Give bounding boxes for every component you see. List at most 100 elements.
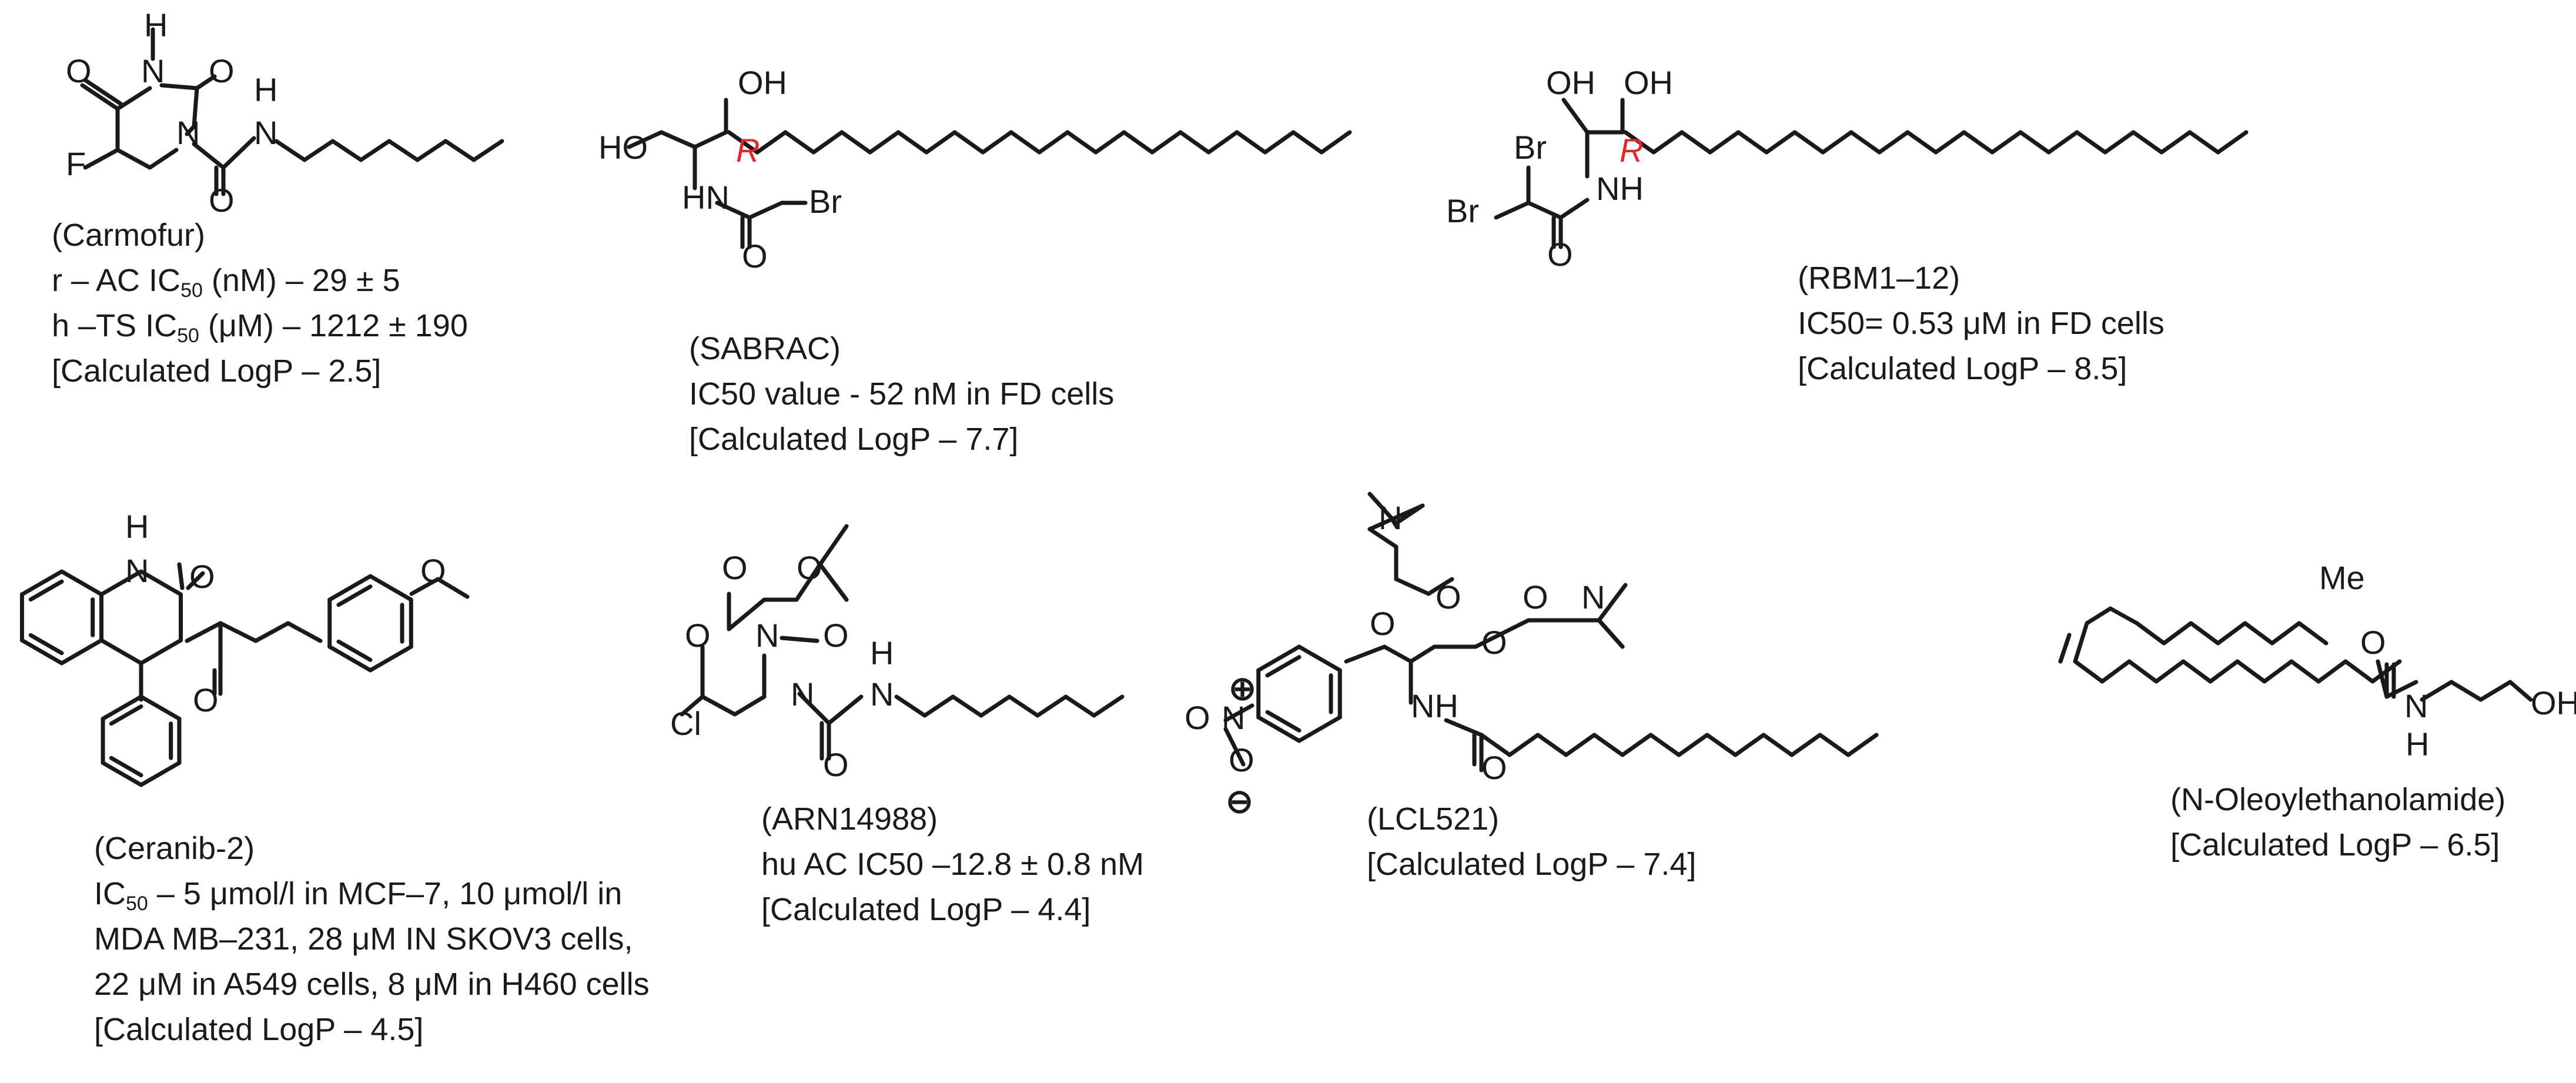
oea-caption: (N-Oleoylethanolamide) [Calculated LogP … xyxy=(2170,777,2505,868)
atom-label: O xyxy=(823,746,849,783)
bond xyxy=(368,644,413,673)
bond xyxy=(1367,527,1399,549)
bond xyxy=(2018,130,2051,155)
bond xyxy=(2216,621,2247,646)
oea-structure: Me O N H OH xyxy=(2319,559,2576,763)
bond xyxy=(1677,733,1709,757)
atom-label: O xyxy=(1481,624,1507,661)
bond xyxy=(327,644,373,673)
atom-label: OH xyxy=(1624,64,1673,101)
bond xyxy=(1235,130,1267,155)
bond xyxy=(727,130,760,155)
atom-label: OH xyxy=(738,64,787,101)
bond xyxy=(28,579,64,602)
bond xyxy=(327,574,373,602)
bond xyxy=(115,148,152,170)
bond xyxy=(2058,633,2072,664)
atom-label: N xyxy=(125,552,149,589)
bond xyxy=(2181,659,2213,684)
bond xyxy=(794,562,822,602)
atom-label: O xyxy=(1481,749,1507,786)
atom-label: O xyxy=(209,52,235,89)
carmofur-caption: (Carmofur) r – AC IC50 (nM) – 29 ± 5 h –… xyxy=(52,213,468,394)
bond xyxy=(1265,710,1302,733)
atom-label: O xyxy=(1547,236,1573,273)
bond xyxy=(2100,659,2132,684)
atom-label: Br xyxy=(1514,129,1547,166)
bond xyxy=(443,139,476,162)
bond xyxy=(1764,130,1797,155)
bond xyxy=(1122,130,1155,155)
bond xyxy=(415,139,448,162)
logp-line: [Calculated LogP – 7.7] xyxy=(689,422,1019,457)
stereo-label: R xyxy=(736,132,760,169)
bond xyxy=(1394,577,1431,596)
atom-label: H xyxy=(870,634,894,671)
bond xyxy=(1818,733,1851,757)
bond xyxy=(894,694,927,718)
bond xyxy=(359,139,392,162)
atom-label: HN xyxy=(682,179,730,216)
bond xyxy=(1494,200,1531,220)
atom-label: Me xyxy=(2319,559,2365,596)
bond xyxy=(1007,694,1040,718)
atom-label: O xyxy=(2360,624,2386,661)
bond xyxy=(192,86,199,129)
compound-name: (ARN14988) xyxy=(761,801,938,837)
atom-label: O xyxy=(1436,579,1461,616)
bond xyxy=(2384,680,2418,699)
bond xyxy=(979,694,1012,718)
bond xyxy=(2159,130,2192,155)
atom-label: N xyxy=(755,617,779,654)
bond xyxy=(780,636,819,643)
logp-line: [Calculated LogP – 4.5] xyxy=(94,1012,424,1047)
bond xyxy=(715,200,752,220)
compound-name: (RBM1–12) xyxy=(1798,260,1961,296)
bond xyxy=(471,139,504,162)
bond xyxy=(1367,503,1425,532)
bond xyxy=(1092,694,1125,718)
rbm1-12-structure: OH OH Br R NH Br O xyxy=(1446,64,1673,273)
bond xyxy=(83,78,123,106)
logp-line: [Calculated LogP – 7.4] xyxy=(1367,847,1697,882)
compound-name: (SABRAC) xyxy=(689,331,841,366)
bond xyxy=(1256,715,1302,743)
bond xyxy=(1507,733,1540,757)
bond xyxy=(1409,644,1437,664)
bond xyxy=(1761,733,1794,757)
bond xyxy=(659,130,697,149)
bond xyxy=(2103,130,2136,155)
bond xyxy=(274,139,307,162)
atom-label: OH xyxy=(2531,684,2576,721)
bond xyxy=(1648,733,1681,757)
logp-line: [Calculated LogP – 2.5] xyxy=(52,353,382,389)
bond xyxy=(2187,130,2220,155)
lcl521-structure: N O O O O N NH O O N ⊕ O ⊖ xyxy=(1185,499,1605,820)
bond xyxy=(2270,621,2301,646)
atom-label: Cl xyxy=(670,705,701,742)
bond xyxy=(218,621,258,643)
bond xyxy=(1063,694,1096,718)
bond xyxy=(1792,130,1825,155)
bond xyxy=(1680,130,1712,155)
bond xyxy=(185,124,196,136)
atom-label: Br xyxy=(1446,192,1479,229)
bond xyxy=(19,569,64,597)
bond xyxy=(1789,733,1822,757)
atom-label: F xyxy=(66,145,86,182)
activity-line: IC50= 0.53 μM in FD cells xyxy=(1798,306,2164,341)
atom-label: O xyxy=(420,552,446,589)
bond xyxy=(302,139,335,162)
bond xyxy=(186,571,205,590)
bond xyxy=(1037,130,1070,155)
atom-label: O xyxy=(797,549,822,586)
bond xyxy=(221,136,256,170)
bond xyxy=(2289,659,2321,684)
bond xyxy=(336,639,373,662)
bond xyxy=(680,694,705,717)
bond xyxy=(981,130,1013,155)
bond xyxy=(1877,130,1910,155)
bond xyxy=(330,139,363,162)
atom-label: H xyxy=(125,508,149,545)
atom-label: OH xyxy=(1546,64,1595,101)
